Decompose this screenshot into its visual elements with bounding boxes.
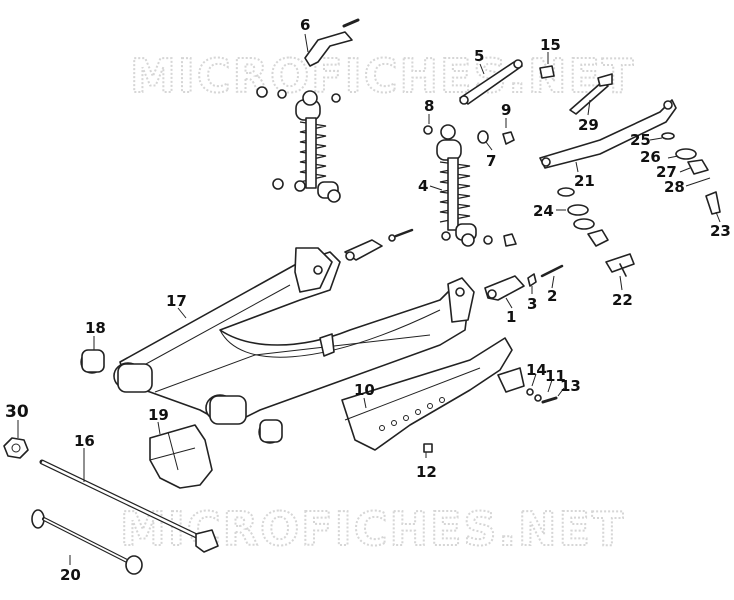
callout-7: 7 <box>486 152 496 170</box>
rear-shock-left <box>295 90 341 203</box>
washers-25-26-27 <box>661 132 709 175</box>
callout-25: 25 <box>630 131 651 149</box>
watermark-bottom: MICROFICHES.NET <box>120 502 625 556</box>
callout-30: 30 <box>5 402 29 422</box>
guard-hardware <box>423 388 558 453</box>
callout-15: 15 <box>540 36 561 54</box>
callout-21: 21 <box>574 172 595 190</box>
rubber-boot <box>149 424 213 489</box>
callout-10: 10 <box>354 381 375 399</box>
pivot-nut <box>3 437 29 459</box>
callout-3: 3 <box>527 295 537 313</box>
callout-22: 22 <box>612 291 633 309</box>
washers-24 <box>557 187 609 247</box>
long-bolt <box>31 509 143 575</box>
callout-14: 14 <box>526 361 547 379</box>
callout-13: 13 <box>560 377 581 395</box>
callout-17: 17 <box>166 292 187 310</box>
leader-lines <box>17 33 721 565</box>
shock-bracket <box>304 18 360 67</box>
callout-4: 4 <box>418 177 428 195</box>
callout-11: 11 <box>545 367 566 385</box>
callout-29: 29 <box>578 116 599 134</box>
callout-9: 9 <box>501 101 511 119</box>
callout-19: 19 <box>148 406 169 424</box>
bolts-22-23 <box>605 191 721 277</box>
bolt-15 <box>539 65 555 79</box>
callout-1: 1 <box>506 308 516 326</box>
callout-16: 16 <box>74 432 95 450</box>
shock-clevis <box>344 228 564 301</box>
callout-6: 6 <box>300 16 310 34</box>
callout-2: 2 <box>547 287 557 305</box>
rear-shock-right <box>436 124 477 247</box>
callout-23: 23 <box>710 222 731 240</box>
callout-5: 5 <box>474 47 484 65</box>
callout-18: 18 <box>85 319 106 337</box>
callout-20: 20 <box>60 566 81 584</box>
callout-12: 12 <box>416 463 437 481</box>
cable <box>569 73 613 115</box>
callout-28: 28 <box>664 178 685 196</box>
torque-arm <box>539 99 677 169</box>
watermark-top: MICROFICHES.NET <box>130 49 635 103</box>
shock-washers-right <box>441 231 517 247</box>
link-rod <box>459 59 523 105</box>
chain-guard <box>341 337 525 451</box>
pivot-bushings <box>80 349 283 444</box>
washers-7-8-9 <box>423 125 515 145</box>
callout-24: 24 <box>533 202 554 220</box>
shock-washers-left <box>256 86 341 192</box>
pivot-axle <box>39 459 219 553</box>
callout-26: 26 <box>640 148 661 166</box>
callout-8: 8 <box>424 97 434 115</box>
callout-27: 27 <box>656 163 677 181</box>
callouts: 6 5 15 8 9 7 4 29 21 24 25 26 27 28 23 2… <box>5 16 731 584</box>
